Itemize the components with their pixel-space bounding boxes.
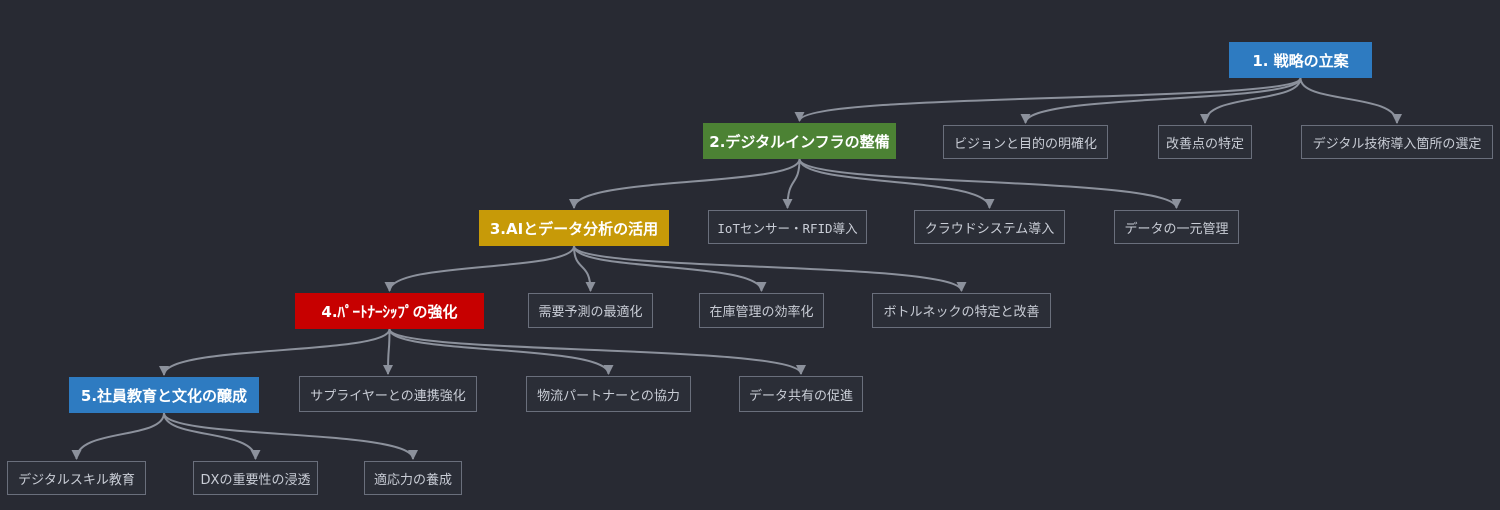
edge-n3-s3c [573, 245, 967, 292]
node-ai-data-analysis: 3.AIとデータ分析の活用 [479, 210, 669, 246]
node-adaptability: 適応力の養成 [364, 461, 462, 495]
node-partnership: 4.ﾊﾟｰﾄﾅｰｼｯﾌﾟの強化 [295, 293, 484, 329]
node-select-digital-tech: デジタル技術導入箇所の選定 [1301, 125, 1493, 159]
edge-n1-n2 [794, 77, 1302, 122]
edge-n1-s1a [1020, 77, 1302, 124]
edge-n4-s4c [388, 328, 806, 375]
node-vision-clarification: ビジョンと目的の明確化 [943, 125, 1108, 159]
edge-n3-s3a [573, 245, 596, 292]
node-supplier-collaboration: サプライヤーとの連携強化 [299, 376, 477, 412]
edge-n4-s4a [383, 328, 394, 375]
node-inventory-efficiency: 在庫管理の効率化 [699, 293, 824, 328]
node-logistics-partner: 物流パートナーとの協力 [526, 376, 691, 412]
node-digital-skills: デジタルスキル教育 [7, 461, 146, 495]
edge-n3-n4 [384, 245, 575, 292]
node-data-sharing: データ共有の促進 [739, 376, 863, 412]
node-dx-awareness: DXの重要性の浸透 [193, 461, 318, 495]
edge-n1-s1b [1200, 77, 1302, 124]
edge-n2-s2c [798, 158, 1182, 209]
node-digital-infrastructure: 2.デジタルインフラの整備 [703, 123, 896, 159]
node-iot-rfid: IoTセンサー・RFID導入 [708, 210, 867, 244]
edge-n4-n5 [159, 328, 391, 376]
edge-n2-n3 [569, 158, 801, 209]
node-strategy-planning: 1. 戦略の立案 [1229, 42, 1372, 78]
edge-n2-s2b [798, 158, 995, 209]
node-cloud-system: クラウドシステム導入 [914, 210, 1065, 244]
edge-n2-s2a [782, 158, 801, 209]
edge-n1-s1c [1299, 77, 1402, 124]
edge-n4-s4b [388, 328, 614, 375]
edge-n5-s5a [71, 412, 165, 460]
node-centralized-data: データの一元管理 [1114, 210, 1239, 244]
node-education-culture: 5.社員教育と文化の醸成 [69, 377, 259, 413]
node-identify-improvements: 改善点の特定 [1158, 125, 1252, 159]
node-demand-forecast: 需要予測の最適化 [528, 293, 653, 328]
node-bottleneck: ボトルネックの特定と改善 [872, 293, 1051, 328]
edge-n5-s5b [163, 412, 261, 460]
edge-n3-s3b [573, 245, 767, 292]
edge-n5-s5c [163, 412, 418, 460]
